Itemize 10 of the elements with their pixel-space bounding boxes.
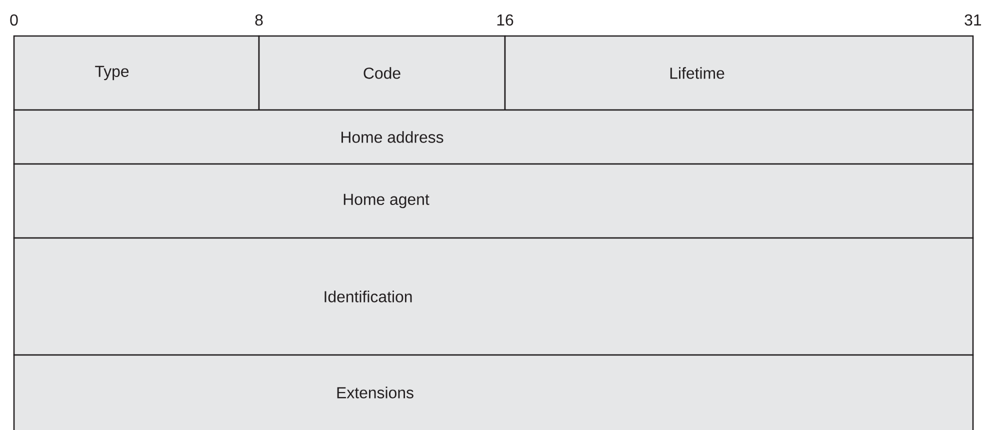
bit-number: 0: [10, 14, 18, 26]
packet-field: Home agent: [13, 163, 974, 239]
bit-number: 8: [255, 14, 263, 26]
bit-number: 31: [964, 14, 982, 26]
packet-field: Type: [13, 35, 260, 111]
packet-field: Code: [258, 35, 506, 111]
packet-field: Extensions: [13, 354, 974, 430]
bit-number: 16: [497, 14, 514, 26]
packet-field: Identification: [13, 237, 974, 356]
packet-field: Lifetime: [504, 35, 974, 111]
